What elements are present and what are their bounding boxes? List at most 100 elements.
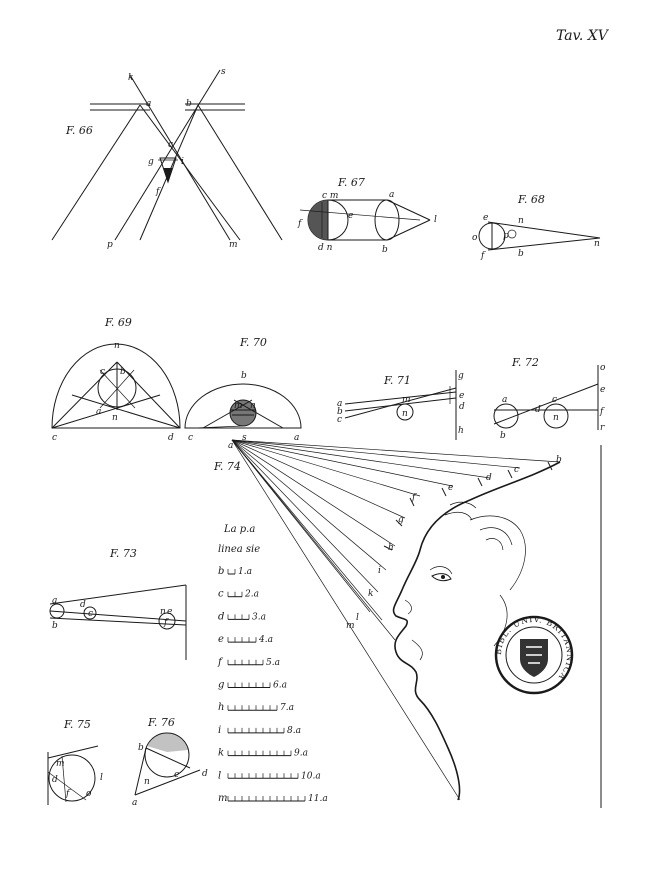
fig71-point-g: g: [458, 371, 464, 381]
fig71-point-h: h: [458, 426, 464, 436]
fig74-ray-extra-1: [231, 439, 396, 641]
fig68-point-n: n: [518, 216, 524, 226]
fig74-point-c: c: [514, 465, 519, 475]
fig69-point-n2: n: [112, 413, 118, 423]
fig71-point-a: a: [337, 399, 342, 409]
figure-75: F. 75 m d f l o: [47, 718, 103, 805]
fig72-point-e: e: [600, 385, 605, 395]
fig67-point-l: l: [434, 215, 437, 225]
scale-row-ordinal: 4.a: [258, 635, 273, 645]
fig74-ray-d: [231, 439, 491, 479]
scale-row-letter: h: [218, 702, 224, 713]
fig74-point-a: a: [228, 441, 233, 451]
fig75-point-d: d: [52, 775, 58, 785]
fig74-point-m: m: [346, 621, 355, 631]
fig74-point-e: e: [448, 483, 453, 493]
scale-row-ordinal: 3.a: [252, 612, 266, 622]
fig73-point-c: c: [88, 609, 93, 619]
fig67-point-a: a: [389, 190, 394, 200]
fig75-point-m: m: [56, 759, 65, 769]
fig69-point-c: c: [100, 367, 105, 377]
fig67-point-e: e: [348, 211, 353, 221]
figure-76: F. 76 b n e d a: [132, 716, 208, 808]
fig66-point-s: s: [221, 67, 226, 77]
fig70-point-s: s: [242, 433, 247, 443]
fig74-point-b: b: [556, 455, 562, 465]
figure-66-label: F. 66: [65, 124, 93, 137]
scale-row-ordinal: 7.a: [280, 703, 294, 713]
fig68-point-b: b: [518, 249, 524, 259]
figure-66: F. 66 k s a b c g i f p m: [51, 67, 283, 250]
fig72-point-a: a: [502, 395, 507, 405]
figure-67: F. 67 c m a f e l d n b: [297, 176, 437, 255]
fig74-ray-m: [231, 439, 461, 801]
scale-row-ordinal: 2.a: [244, 590, 259, 600]
fig70-point-m: m: [234, 401, 243, 411]
fig74-ray-h: [231, 439, 396, 547]
fig75-point-o: o: [86, 789, 92, 799]
fig66-point-f: f: [155, 187, 161, 197]
scale-row-ordinal: 11.a: [308, 794, 328, 804]
fig67-point-b: b: [382, 245, 388, 255]
fig67-point-cm: c m: [322, 191, 338, 201]
scale-row-ordinal: 9.a: [294, 749, 308, 759]
fig76-point-n: n: [144, 777, 150, 787]
fig72-point-n: n: [553, 413, 559, 423]
fig71-point-n: n: [402, 409, 408, 419]
fig74-ray-c: [231, 439, 521, 469]
fig68-point-n2: n: [594, 239, 600, 249]
fig74-chord-mark: [477, 477, 483, 487]
figure-68: F. 68 e n o p f b n: [472, 193, 601, 261]
fig74-ray-extra-2: [231, 439, 383, 621]
fig68-point-o: o: [472, 233, 478, 243]
fig73-point-b: b: [52, 621, 58, 631]
fig76-point-a: a: [132, 798, 137, 808]
scale-row-letter: i: [218, 725, 221, 736]
fig66-point-b: b: [186, 99, 192, 109]
fig69-point-d: d: [168, 433, 174, 443]
fig74-ray-i: [231, 439, 387, 571]
scale-row-ordinal: 5.a: [266, 658, 280, 668]
fig74-ray-k: [231, 439, 379, 593]
fig72-point-o: o: [600, 363, 606, 373]
figure-72-label: F. 72: [511, 356, 539, 369]
fig66-point-i: i: [181, 157, 184, 167]
fig66-point-m: m: [229, 240, 238, 250]
figure-74: F. 74 a b c d e f g h i k l m: [213, 439, 562, 801]
fig72-point-b: b: [500, 431, 506, 441]
fig74-point-h: h: [388, 543, 394, 553]
fig74-point-f: f: [411, 493, 417, 503]
scale-row-letter: l: [218, 770, 221, 781]
scale-row-letter: k: [218, 748, 224, 759]
scale-row: h 7.a: [218, 702, 294, 713]
scale-row-letter: f: [217, 657, 224, 668]
scale-row-letter: b: [218, 566, 224, 577]
fig70-point-c: c: [188, 433, 193, 443]
fig74-chord-mark: [441, 487, 447, 497]
scale-row-ordinal: 6.a: [273, 681, 287, 691]
scale-row: f 5.a: [217, 657, 280, 668]
scale-row-letter: d: [218, 611, 224, 622]
fig74-chord-mark: [383, 545, 393, 551]
fig71-point-d: d: [459, 402, 465, 412]
fig74-chord-mark: [409, 497, 415, 507]
fig74-point-d: d: [486, 473, 492, 483]
fig76-point-d: d: [202, 769, 208, 779]
figure-73-label: F. 73: [109, 547, 137, 560]
fig73-point-f: f: [163, 618, 169, 628]
fig75-point-l: l: [100, 773, 103, 783]
figure-70: F. 70 b m n c s a: [184, 336, 302, 443]
fig70-point-b: b: [241, 371, 247, 381]
fig71-point-e: e: [459, 391, 464, 401]
plate-title: Tav. XV: [556, 28, 610, 44]
fig72-point-f: f: [599, 407, 605, 417]
figure-73: F. 73 a b d c n e f: [49, 547, 187, 660]
fig74-point-l: l: [356, 613, 359, 623]
figure-69-label: F. 69: [104, 316, 132, 329]
figure-67-label: F. 67: [337, 176, 365, 189]
